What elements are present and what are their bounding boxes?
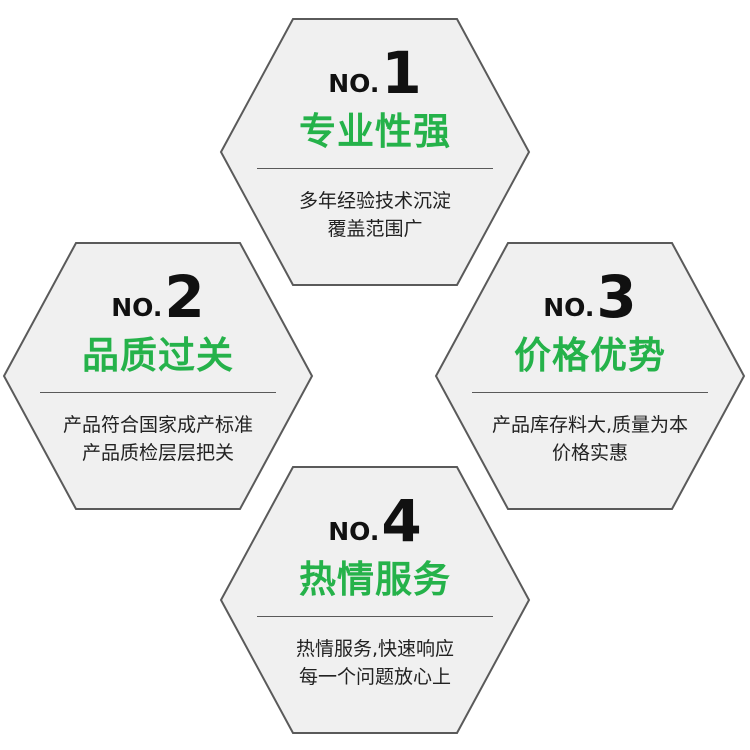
feature-divider bbox=[40, 392, 276, 393]
rank-prefix: NO. bbox=[328, 517, 380, 546]
feature-card-price: NO. 3 价格优势 产品库存料大,质量为本 价格实惠 bbox=[434, 241, 746, 511]
feature-description: 产品符合国家成产标准 产品质检层层把关 bbox=[2, 411, 314, 467]
feature-title: 价格优势 bbox=[514, 334, 666, 377]
feature-title: 热情服务 bbox=[299, 558, 451, 601]
rank-prefix: NO. bbox=[543, 293, 595, 322]
feature-description: 热情服务,快速响应 每一个问题放心上 bbox=[219, 635, 531, 691]
feature-divider bbox=[257, 168, 493, 169]
feature-card-service: NO. 4 热情服务 热情服务,快速响应 每一个问题放心上 bbox=[219, 465, 531, 735]
feature-divider bbox=[472, 392, 708, 393]
feature-rank: NO. 3 bbox=[434, 261, 746, 331]
description-line-1: 多年经验技术沉淀 bbox=[298, 190, 451, 212]
rank-number: 1 bbox=[381, 38, 422, 107]
description-line-2: 每一个问题放心上 bbox=[298, 666, 451, 688]
rank-number: 2 bbox=[164, 262, 205, 331]
hexagon-frame bbox=[219, 466, 531, 734]
feature-card-content: NO. 2 品质过关 产品符合国家成产标准 产品质检层层把关 bbox=[2, 241, 314, 511]
feature-title: 专业性强 bbox=[299, 110, 451, 153]
feature-card-quality: NO. 2 品质过关 产品符合国家成产标准 产品质检层层把关 bbox=[2, 241, 314, 511]
description-line-1: 产品符合国家成产标准 bbox=[62, 414, 253, 436]
feature-rank: NO. 1 bbox=[219, 37, 531, 107]
hexagon-frame bbox=[219, 18, 531, 286]
rank-prefix: NO. bbox=[111, 293, 163, 322]
feature-card-professional: NO. 1 专业性强 多年经验技术沉淀 覆盖范围广 bbox=[219, 17, 531, 287]
feature-rank: NO. 2 bbox=[2, 261, 314, 331]
feature-card-content: NO. 4 热情服务 热情服务,快速响应 每一个问题放心上 bbox=[219, 465, 531, 735]
feature-card-content: NO. 3 价格优势 产品库存料大,质量为本 价格实惠 bbox=[434, 241, 746, 511]
hexagon-frame bbox=[2, 242, 314, 510]
description-line-1: 热情服务,快速响应 bbox=[295, 638, 455, 660]
description-line-1: 产品库存料大,质量为本 bbox=[491, 414, 689, 436]
rank-number: 4 bbox=[381, 486, 422, 555]
feature-title: 品质过关 bbox=[82, 334, 234, 377]
feature-card-content: NO. 1 专业性强 多年经验技术沉淀 覆盖范围广 bbox=[219, 17, 531, 287]
hexagon-frame bbox=[434, 242, 746, 510]
rank-prefix: NO. bbox=[328, 69, 380, 98]
description-line-2: 产品质检层层把关 bbox=[81, 442, 234, 464]
feature-description: 产品库存料大,质量为本 价格实惠 bbox=[434, 411, 746, 467]
description-line-2: 覆盖范围广 bbox=[327, 218, 423, 240]
feature-rank: NO. 4 bbox=[219, 485, 531, 555]
description-line-2: 价格实惠 bbox=[551, 442, 628, 464]
feature-divider bbox=[257, 616, 493, 617]
rank-number: 3 bbox=[596, 262, 637, 331]
feature-description: 多年经验技术沉淀 覆盖范围广 bbox=[219, 187, 531, 243]
